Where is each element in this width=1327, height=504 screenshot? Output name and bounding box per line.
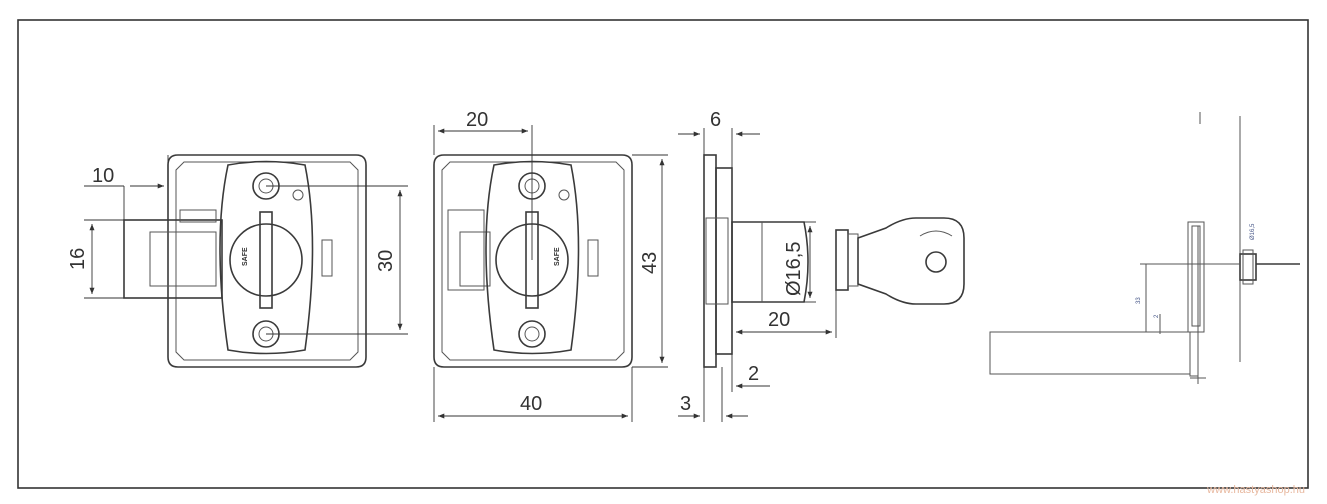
middle-view: SAFE 20 43 40	[433, 109, 668, 422]
watermark: www.hastyashop.hu	[1207, 484, 1305, 496]
dim-side-6: 6	[710, 109, 721, 131]
installation-view: 33 2 Ø16,5	[989, 112, 1300, 384]
dim-install-diameter: Ø16,5	[1250, 223, 1256, 240]
dim-side-3: 3	[680, 393, 691, 415]
dim-middle-40: 40	[520, 393, 542, 415]
dim-front-16: 16	[67, 248, 89, 270]
dim-front-30: 30	[375, 250, 397, 272]
side-view: 6 Ø16,5 20 2 3	[678, 109, 965, 422]
dim-side-diameter: Ø16,5	[783, 242, 805, 296]
dim-side-2: 2	[748, 363, 759, 385]
dim-front-10: 10	[92, 165, 114, 187]
brand-mark-front: SAFE	[242, 247, 249, 266]
brand-mark-middle: SAFE	[554, 247, 561, 266]
front-view: SAFE 10 16 30	[67, 154, 408, 368]
dim-side-20: 20	[768, 309, 790, 331]
dim-middle-43: 43	[639, 252, 661, 274]
dim-middle-20: 20	[466, 109, 488, 131]
dim-install-2: 2	[1154, 314, 1160, 318]
drawing-frame	[17, 19, 1309, 489]
dim-install-33: 33	[1136, 297, 1142, 304]
